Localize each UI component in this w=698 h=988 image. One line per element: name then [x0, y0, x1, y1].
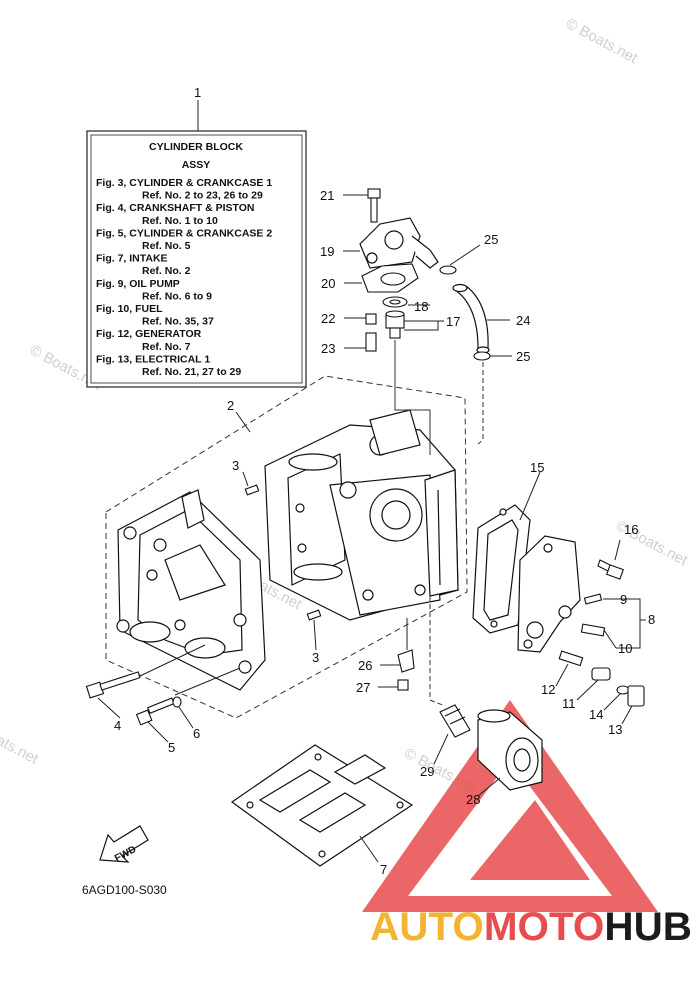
callout-1: 1 — [194, 85, 201, 100]
legend-fig-line: Fig. 4, CRANKSHAFT & PISTON — [96, 202, 254, 214]
brand-triangle-inner — [470, 800, 590, 880]
gasket-20 — [361, 263, 419, 293]
diagram-code: 6AGD100-S030 — [82, 883, 167, 897]
legend-title: CYLINDER BLOCK — [149, 141, 243, 153]
callout-11: 11 — [562, 696, 576, 711]
legend-fig-line: Fig. 12, GENERATOR — [96, 328, 202, 340]
brand-hub: HUB — [604, 905, 692, 949]
leader-line — [174, 667, 241, 696]
bolt-21 — [367, 188, 381, 223]
pin-3 — [244, 484, 322, 621]
bolt-10 — [580, 623, 606, 637]
callout-7: 7 — [380, 862, 387, 877]
callout-12: 12 — [541, 682, 555, 697]
crankcase — [116, 489, 266, 691]
callout-21: 21 — [320, 188, 334, 203]
callout-8: 8 — [648, 612, 655, 627]
callout-24: 24 — [516, 313, 530, 328]
callout-2: 2 — [227, 398, 234, 413]
callout-23: 23 — [321, 341, 335, 356]
brand-logo — [362, 700, 658, 912]
legend-fig-line: Fig. 13, ELECTRICAL 1 — [96, 353, 210, 365]
leader-line — [477, 362, 484, 445]
callout-18: 18 — [414, 299, 428, 314]
brand-moto: MOTO — [484, 905, 605, 949]
callout-17: 17 — [446, 314, 460, 329]
legend-fig-line: Fig. 3, CYLINDER & CRANKCASE 1 — [96, 177, 272, 189]
callout-26: 26 — [358, 658, 372, 673]
callout-28: 28 — [466, 792, 480, 807]
brand-wordmark: AUTOMOTOHUB — [370, 905, 692, 949]
legend-fig-line: Fig. 7, INTAKE — [96, 253, 168, 265]
brand-auto: AUTO — [370, 905, 484, 949]
callout-27: 27 — [356, 680, 370, 695]
callout-22: 22 — [321, 311, 335, 326]
callout-29: 29 — [420, 764, 434, 779]
cylinder-block-outline — [105, 375, 468, 719]
legend-fig-line: Fig. 10, FUEL — [96, 303, 163, 315]
washer-6 — [172, 696, 182, 708]
hose-24 — [452, 283, 490, 354]
legend-ref-line: Ref. No. 6 to 9 — [142, 290, 212, 302]
plug-11 — [591, 667, 611, 681]
callout-3: 3 — [312, 650, 319, 665]
legend-ref-line: Ref. No. 7 — [142, 341, 191, 353]
washer-14 — [616, 685, 630, 695]
bolt-16 — [597, 559, 624, 580]
callout-14: 14 — [589, 707, 603, 722]
svg-text:AUTOMOTOHUB: AUTOMOTOHUB — [370, 905, 692, 949]
callout-10: 10 — [618, 641, 632, 656]
callout-5: 5 — [168, 740, 175, 755]
callout-15: 15 — [530, 460, 544, 475]
watermark: © Boats.net — [563, 15, 641, 67]
bolt-22-23 — [365, 313, 377, 352]
thermostat-17 — [382, 296, 408, 339]
leader-line — [235, 411, 251, 433]
fwd-arrow: FWD — [99, 825, 149, 864]
bolt-5 — [135, 697, 175, 726]
legend-fig-line: Fig. 5, CYLINDER & CRANKCASE 2 — [96, 227, 272, 239]
leader-line — [429, 596, 446, 707]
leader-lines — [97, 194, 646, 863]
bolt-12 — [558, 650, 584, 667]
plug-13 — [627, 685, 645, 707]
oil-pipe-29 — [439, 704, 471, 738]
callout-16: 16 — [624, 522, 638, 537]
legend-fig-line: Fig. 9, OIL PUMP — [96, 278, 180, 290]
bolt-4 — [85, 671, 141, 699]
legend-title-sub: ASSY — [182, 159, 211, 171]
bolt-27 — [397, 679, 409, 691]
bolt-9 — [583, 593, 603, 605]
callouts: 21 19 20 22 23 18 17 25 24 25 15 16 9 8 … — [114, 188, 655, 877]
callout-6: 6 — [193, 726, 200, 741]
watermark: © Boats.net — [0, 716, 42, 768]
clamp-25 — [439, 265, 491, 361]
thermostat-cover — [359, 217, 439, 269]
callout-19: 19 — [320, 244, 334, 259]
callout-9: 9 — [620, 592, 627, 607]
callout-4: 4 — [114, 718, 121, 733]
exhaust-cover-8 — [517, 535, 581, 653]
callout-13: 13 — [608, 722, 622, 737]
cover-plate-15 — [472, 504, 531, 634]
callout-25: 25 — [484, 232, 498, 247]
leader-line — [139, 644, 206, 677]
callout-20: 20 — [321, 276, 335, 291]
legend-ref-line: Ref. No. 35, 37 — [142, 316, 214, 328]
cylinder-block — [264, 409, 459, 621]
callout-25: 25 — [516, 349, 530, 364]
legend-ref-line: Ref. No. 2 — [142, 265, 191, 277]
legend-ref-line: Ref. No. 2 to 23, 26 to 29 — [142, 190, 263, 202]
legend-ref-line: Ref. No. 5 — [142, 240, 191, 252]
gasket-7 — [230, 744, 414, 867]
clip-26 — [397, 649, 415, 673]
callout-3: 3 — [232, 458, 239, 473]
legend-ref-line: Ref. No. 1 to 10 — [142, 215, 218, 227]
legend-box: CYLINDER BLOCK ASSY Fig. 3, CYLINDER & C… — [86, 130, 307, 388]
oil-filter-28 — [477, 709, 543, 791]
leader-line — [394, 340, 431, 455]
legend-ref-line: Ref. No. 21, 27 to 29 — [142, 366, 241, 378]
